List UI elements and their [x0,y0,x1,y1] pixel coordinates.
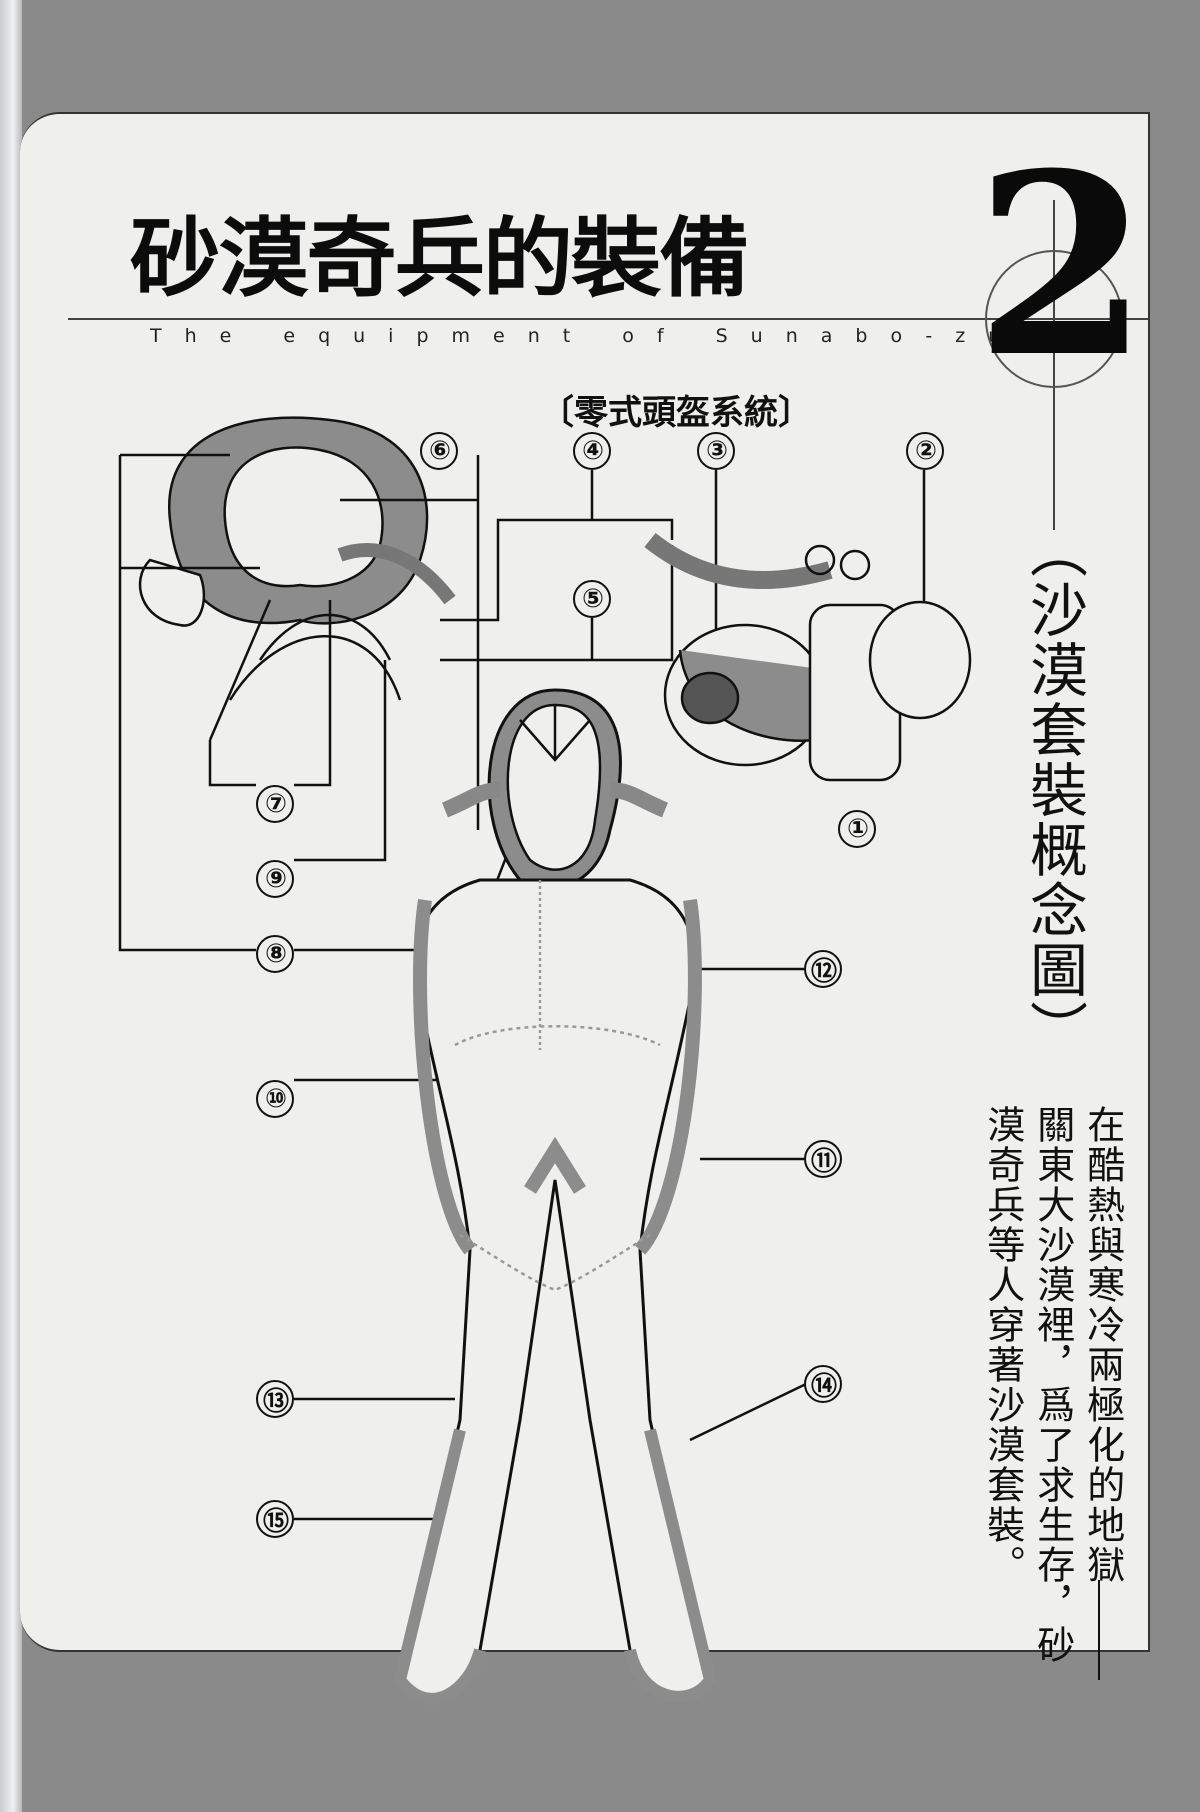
crosshair-circle [985,250,1123,388]
callout-marker: ⑬ [256,1380,294,1418]
callout-marker: ④ [573,432,611,470]
callout-marker: ⑥ [420,432,458,470]
callout-marker: ⑫ [804,950,842,988]
callout-marker: ⑤ [573,580,611,618]
body-column-3: 漠奇兵等人穿著沙漠套裝。 [980,1105,1025,1585]
callout-marker: ② [906,432,944,470]
suit-front-figure [393,688,717,1705]
oxygen-tank [644,532,972,782]
callout-marker: ⑪ [804,1140,842,1178]
body-column-2: 關東大沙漠裡，爲了求生存，砂 [1030,1105,1075,1665]
callout-marker: ⑩ [256,1080,294,1118]
page-title: 砂漠奇兵的裝備 [130,209,749,309]
em-dash [1098,1580,1100,1680]
callout-marker: ① [838,810,876,848]
callout-marker: ⑦ [256,785,294,823]
body-column-1: 在酷熱與寒冷兩極化的地獄 [1080,1105,1125,1585]
callout-marker: ⑧ [256,935,294,973]
subtitle-english: The equipment of Sunabo-zu [150,325,1024,347]
callout-marker: ③ [697,432,735,470]
book-spine [0,0,22,1812]
subtitle-chinese: 〔零式頭盔系統〕 [540,393,812,433]
callout-marker: ⑭ [804,1365,842,1403]
chapter-number: 2 [975,118,1149,412]
callout-marker: ⑨ [256,860,294,898]
helmet-side-view [138,416,456,701]
title-rule [68,318,1148,320]
vertical-heading: （沙漠套裝概念圖） [1020,520,1088,1060]
callout-marker: ⑮ [256,1500,294,1538]
